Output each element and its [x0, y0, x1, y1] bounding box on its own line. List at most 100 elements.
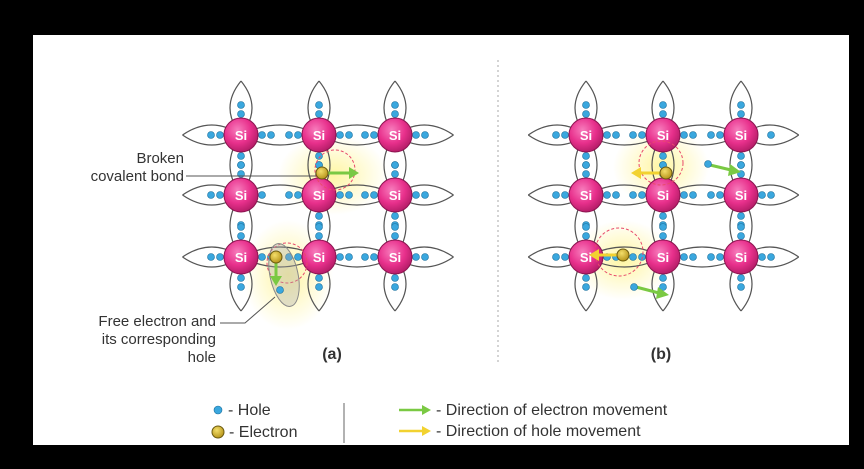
hole-dot [370, 131, 378, 139]
silicon-atom: Si [723, 117, 759, 153]
hole-dot [737, 152, 745, 160]
atom-label: Si [235, 188, 247, 203]
caption-b: (b) [651, 346, 671, 363]
hole-dot [258, 191, 266, 199]
silicon-atom: Si [301, 239, 337, 275]
hole-dot [237, 223, 245, 231]
silicon-atom: Si [723, 177, 759, 213]
hole-dot [361, 191, 369, 199]
hole-dot [707, 131, 715, 139]
silicon-atom: Si [377, 177, 413, 213]
atom-label: Si [235, 128, 247, 143]
hole-dot [207, 253, 215, 261]
hole-dot [237, 274, 245, 282]
hole-dot [680, 191, 688, 199]
hole-dot [237, 110, 245, 118]
hole-dot [421, 131, 429, 139]
hole-dot [680, 253, 688, 261]
legend-hole-label: - Hole [228, 402, 271, 419]
hole-dot [216, 131, 224, 139]
hole-dot [659, 152, 667, 160]
legend-electron-label: - Electron [229, 424, 297, 441]
glow-highlights [243, 127, 709, 330]
hole-dot [336, 191, 344, 199]
caption-a: (a) [322, 346, 342, 363]
hole-dot [315, 274, 323, 282]
atom-label: Si [735, 188, 747, 203]
hole-dot [315, 232, 323, 240]
hole-dot [767, 253, 775, 261]
hole-dot [207, 191, 215, 199]
hole-dot [391, 274, 399, 282]
hole-arrow-head-b1 [631, 167, 641, 179]
hole-dot [561, 191, 569, 199]
hole-dot [659, 274, 667, 282]
broken-bond-circle-b2 [594, 227, 644, 277]
hole-dot [582, 161, 590, 169]
hole-dot [294, 253, 302, 261]
hole-dot [412, 253, 420, 261]
hole-dot [612, 131, 620, 139]
hole-dot [689, 131, 697, 139]
hole-dot [582, 283, 590, 291]
hole-dot [707, 253, 715, 261]
hole-dot [659, 223, 667, 231]
atom-label: Si [313, 250, 325, 265]
silicon-atom: Si [223, 177, 259, 213]
legend-hole-arrow-icon [422, 426, 431, 436]
broken-bond-circle-b [638, 140, 684, 186]
electron-arrow-head-b4 [656, 287, 669, 299]
hole-dot [737, 232, 745, 240]
hole-dot [421, 253, 429, 261]
annotation-broken-line2: covalent bond [91, 168, 184, 185]
hole-dot [737, 161, 745, 169]
hole-dot [345, 253, 353, 261]
atom-label: Si [580, 250, 592, 265]
hole-dot [629, 191, 637, 199]
electron-arrow-b4 [635, 285, 660, 295]
atom-label: Si [313, 128, 325, 143]
hole-dot [391, 283, 399, 291]
hole-dot [345, 131, 353, 139]
hole-dot [582, 110, 590, 118]
electron-b1 [659, 166, 673, 180]
hole-dot [629, 253, 637, 261]
hole-dot [237, 101, 245, 109]
electrons-and-arrows [269, 160, 741, 299]
hole-dot [370, 191, 378, 199]
electron-arrow-head-a2 [270, 276, 282, 286]
hole-dot [294, 131, 302, 139]
hole-b4 [630, 283, 638, 291]
hole-dot [582, 223, 590, 231]
hole-dot [391, 101, 399, 109]
hole-dot [659, 101, 667, 109]
hole-dot [582, 232, 590, 240]
hole-dot [582, 101, 590, 109]
hole-dot [315, 152, 323, 160]
annotation-broken-bond: Broken covalent bond [91, 150, 316, 185]
hole-dot [391, 232, 399, 240]
hole-dot [689, 253, 697, 261]
hole-dot [216, 253, 224, 261]
hole-dot [638, 191, 646, 199]
hole-dot [737, 110, 745, 118]
hole-dot [659, 232, 667, 240]
atom-label: Si [657, 250, 669, 265]
hole-dot [707, 191, 715, 199]
hole-dot [767, 131, 775, 139]
hole-dot [629, 131, 637, 139]
hole-dot [258, 253, 266, 261]
hole-dot [737, 212, 745, 220]
hole-dot [716, 191, 724, 199]
annotation-free-electron: Free electron and its corresponding hole [98, 296, 276, 366]
atom-label: Si [235, 250, 247, 265]
hole-dot [659, 110, 667, 118]
hole-dot [582, 152, 590, 160]
hole-dot [737, 101, 745, 109]
hole-dot [391, 170, 399, 178]
hole-dot [659, 283, 667, 291]
hole-dot [737, 283, 745, 291]
hole-dot [612, 191, 620, 199]
